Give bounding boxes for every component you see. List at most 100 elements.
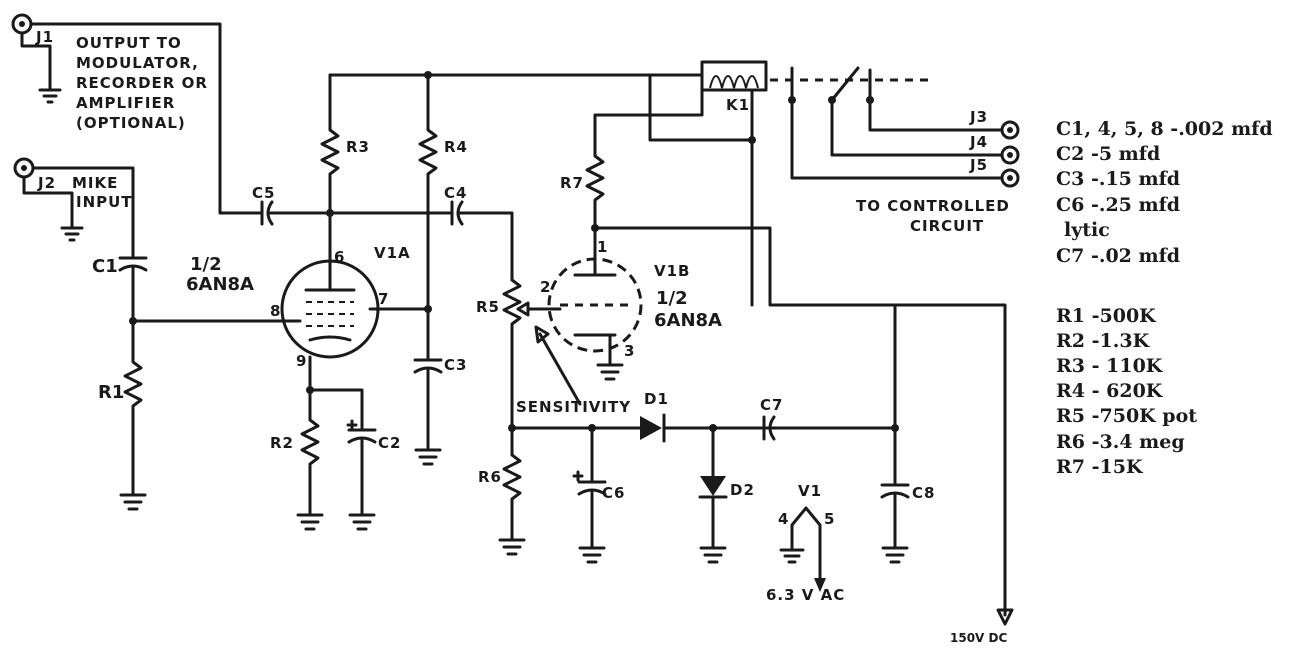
jack-j1 xyxy=(11,13,260,215)
tube-a-fraction: 1/2 xyxy=(190,254,222,275)
v1-label: V1 xyxy=(798,482,822,500)
b-plus-feed xyxy=(593,226,1007,617)
b-plus-arrow xyxy=(996,608,1014,626)
r6-label: R6 xyxy=(478,468,502,486)
resistor-r3 xyxy=(320,73,340,260)
r1-label: R1 xyxy=(98,382,124,403)
diode-d2 xyxy=(698,426,728,564)
pin1-label: 1 xyxy=(597,238,608,256)
capacitor-c3 xyxy=(413,358,443,466)
output-note-line: (OPTIONAL) xyxy=(76,114,186,132)
legend-line: C3 -.15 mfd xyxy=(1056,168,1180,190)
heater-v1 xyxy=(779,506,826,592)
wire xyxy=(308,388,364,432)
resistor-legend: R1 -500K R2 -1.3K R3 - 110K R4 - 620K R5… xyxy=(1056,305,1197,478)
j3-label: J3 xyxy=(969,108,988,126)
tube-v1a xyxy=(280,256,430,392)
controlled-circuit-line: CIRCUIT xyxy=(910,217,984,235)
jack-j2 xyxy=(13,157,135,260)
diode-d1 xyxy=(640,413,772,443)
r5-label: R5 xyxy=(476,298,500,316)
j2-label: J2 xyxy=(37,174,56,192)
relay-k1 xyxy=(648,60,768,307)
j1-label: J1 xyxy=(35,28,54,46)
jack-j5 xyxy=(1000,168,1020,188)
pin3-label: 3 xyxy=(624,342,635,360)
capacitor-c4 xyxy=(328,200,514,282)
mike-input-line: INPUT xyxy=(76,193,133,211)
jack-j3 xyxy=(1000,120,1020,140)
ground-symbol xyxy=(596,363,624,381)
legend-line: R7 -15K xyxy=(1056,456,1144,478)
jack-j4 xyxy=(1000,145,1020,165)
d2-label: D2 xyxy=(730,481,755,499)
capacitor-legend: C1, 4, 5, 8 -.002 mfd C2 -5 mfd C3 -.15 … xyxy=(1056,118,1273,267)
tube-b-type: 6AN8A xyxy=(654,310,722,331)
d1-label: D1 xyxy=(644,390,669,408)
c7-label: C7 xyxy=(760,396,783,414)
tube-b-fraction: 1/2 xyxy=(656,288,688,309)
junction-dot xyxy=(748,136,756,144)
c2-label: C2 xyxy=(378,434,401,452)
r2-label: R2 xyxy=(270,434,294,452)
resistor-r1 xyxy=(119,319,147,511)
k1-label: K1 xyxy=(726,96,750,114)
resistor-r4 xyxy=(418,73,438,362)
pin2-label: 2 xyxy=(540,278,551,296)
pin4-label: 4 xyxy=(778,510,789,528)
capacitor-c2 xyxy=(346,419,377,531)
controlled-circuit-line: TO CONTROLLED xyxy=(856,197,1010,215)
legend-line: lytic xyxy=(1064,219,1110,241)
c1-label: C1 xyxy=(92,256,118,277)
v1a-label: V1A xyxy=(374,244,411,262)
legend-line: R4 - 620K xyxy=(1056,380,1164,402)
potentiometer-r5 xyxy=(502,278,582,430)
v1b-label: V1B xyxy=(654,262,690,280)
sensitivity-label: SENSITIVITY xyxy=(516,398,631,416)
legend-line: R6 -3.4 meg xyxy=(1056,431,1185,453)
output-note-line: MODULATOR, xyxy=(76,54,199,72)
legend-line: C6 -.25 mfd xyxy=(1056,194,1180,216)
output-note-line: RECORDER OR xyxy=(76,74,208,92)
j5-label: J5 xyxy=(969,156,988,174)
c3-label: C3 xyxy=(444,356,467,374)
capacitor-c1 xyxy=(118,256,148,322)
relay-contacts xyxy=(788,66,1004,180)
c4-label: C4 xyxy=(444,184,467,202)
capacitor-c8 xyxy=(880,483,910,564)
pin7-label: 7 xyxy=(378,290,389,308)
legend-line: C1, 4, 5, 8 -.002 mfd xyxy=(1056,118,1273,140)
pin5-label: 5 xyxy=(824,510,835,528)
legend-line: C2 -5 mfd xyxy=(1056,143,1160,165)
resistor-r6 xyxy=(498,426,526,556)
r7-label: R7 xyxy=(560,174,584,192)
legend-line: C7 -.02 mfd xyxy=(1056,245,1180,267)
pin6-label: 6 xyxy=(334,248,345,266)
c8-label: C8 xyxy=(912,484,935,502)
pin8-label: 8 xyxy=(270,302,281,320)
tube-v1b xyxy=(547,226,643,367)
ground-symbol xyxy=(38,88,62,104)
r4-label: R4 xyxy=(444,138,468,156)
tube-a-type: 6AN8A xyxy=(186,274,254,295)
legend-line: R5 -750K pot xyxy=(1056,405,1197,427)
j4-label: J4 xyxy=(969,133,988,151)
mike-input-line: MIKE xyxy=(72,174,118,192)
capacitor-c6 xyxy=(572,426,607,564)
c5-label: C5 xyxy=(252,184,275,202)
resistor-r7 xyxy=(585,113,702,230)
output-note-line: OUTPUT TO xyxy=(76,34,182,52)
legend-line: R2 -1.3K xyxy=(1056,330,1151,352)
capacitor-c5 xyxy=(256,200,332,226)
legend-line: R1 -500K xyxy=(1056,305,1157,327)
capacitor-c7 xyxy=(762,415,897,487)
b-plus-label: 150V DC xyxy=(950,631,1007,645)
legend-line: R3 - 110K xyxy=(1056,355,1164,377)
resistor-r2 xyxy=(296,388,324,531)
c6-label: C6 xyxy=(602,484,625,502)
output-note-line: AMPLIFIER xyxy=(76,94,175,112)
heater-voltage-label: 6.3 V AC xyxy=(766,586,845,604)
r3-label: R3 xyxy=(346,138,370,156)
